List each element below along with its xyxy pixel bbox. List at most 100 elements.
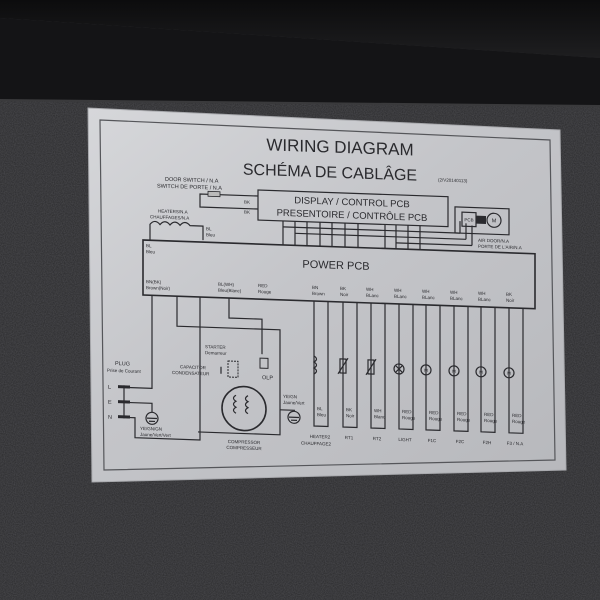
ground-code: YE/GN/GN bbox=[140, 426, 162, 432]
heater-coil-icon bbox=[149, 220, 204, 241]
fan-motor-icon bbox=[503, 367, 515, 379]
starter-label-fr: Demarreur bbox=[205, 350, 227, 356]
ground-code: YE/GN bbox=[283, 394, 297, 399]
air-door-box bbox=[454, 206, 510, 236]
olp-icon bbox=[259, 357, 269, 369]
terminal-color: Bleu(Blanc) bbox=[218, 288, 242, 294]
load-name: F1C bbox=[428, 438, 437, 443]
capacitor-label: CAPACITOR bbox=[180, 364, 207, 370]
load-name: F3 / N.A bbox=[507, 441, 524, 447]
terminal-code: WH bbox=[450, 290, 457, 295]
ground-color: Jaune/Vert/Vert bbox=[140, 432, 172, 438]
plug-pin-n: N bbox=[108, 415, 112, 421]
load-wire-color: Rouge bbox=[512, 419, 526, 424]
terminal-color: BLanc bbox=[366, 293, 380, 298]
load-name: HEATER2 bbox=[310, 434, 331, 440]
terminal-code: WH bbox=[366, 287, 373, 292]
load-name: F2H bbox=[483, 440, 492, 445]
load-wire-color: Rouge bbox=[402, 415, 416, 420]
terminal-code: WH bbox=[422, 289, 429, 294]
load-wire-code: BL bbox=[317, 406, 323, 411]
plug-label-fr: Prise de Courant bbox=[107, 368, 142, 374]
heaters-label: HEATERS/N.A bbox=[158, 209, 188, 215]
display-control-pcb bbox=[257, 189, 449, 228]
load-wire-color: Blanc bbox=[374, 414, 386, 419]
terminal-color: BLanc bbox=[394, 294, 408, 299]
wire-code: BK bbox=[244, 210, 250, 215]
load-name: RT2 bbox=[373, 436, 382, 441]
motor-winding-icon bbox=[232, 394, 250, 415]
load-name: RT1 bbox=[345, 435, 354, 440]
terminal-color: BLanc bbox=[478, 297, 492, 302]
terminal-code: BK bbox=[506, 292, 512, 297]
load-wire-code: WH bbox=[374, 408, 381, 413]
terminal-code: WH bbox=[394, 288, 401, 293]
display-pcb-label: DISPLAY / CONTROL PCB bbox=[294, 195, 409, 210]
starter-icon bbox=[227, 360, 239, 378]
lamp-icon bbox=[393, 363, 405, 375]
version-code: (2/V20140113) bbox=[438, 177, 468, 183]
load-wire-code: RED bbox=[402, 409, 412, 414]
terminal-code: BK bbox=[340, 286, 346, 291]
load-wire-code: BK bbox=[346, 407, 352, 412]
load-wire-color: Bleu bbox=[317, 412, 327, 417]
terminal-code: WH bbox=[478, 291, 485, 296]
air-door-label-fr: PORTE DE L'AIR/N.A bbox=[478, 244, 522, 251]
compressor-label: COMPRESSOR bbox=[228, 439, 261, 445]
door-switch-icon bbox=[207, 190, 221, 198]
fan-motor-icon bbox=[420, 364, 432, 376]
ground-color: Jaune/Vert bbox=[283, 400, 305, 406]
thermistor-icon bbox=[367, 359, 375, 375]
terminal-color: BLanc bbox=[450, 296, 464, 301]
display-pcb-label-fr: PRESENTOIRE / CONTRÔLE PCB bbox=[277, 208, 428, 224]
terminal-code: BN(BK) bbox=[146, 279, 162, 285]
ground-icon bbox=[145, 411, 159, 425]
olp-label: OLP bbox=[262, 375, 273, 381]
door-switch-wire bbox=[199, 193, 258, 210]
plug-pin-e: E bbox=[108, 400, 112, 406]
load-wire-color: Rouge bbox=[457, 417, 471, 422]
terminal-color: Brown bbox=[312, 291, 325, 296]
thermistor-icon bbox=[339, 358, 347, 374]
load-wire-code: RED bbox=[457, 411, 467, 416]
terminal-color: Rouge bbox=[258, 289, 272, 294]
heaters-label-fr: CHAUFFAGES/N.A bbox=[150, 214, 189, 220]
load-name: LIGHT bbox=[398, 437, 411, 442]
wiring-label bbox=[87, 107, 567, 483]
svg-text:M: M bbox=[424, 368, 428, 373]
svg-text:M: M bbox=[479, 370, 483, 375]
air-door-label: AIR DOOR/N.A bbox=[478, 238, 509, 244]
starter-label: STARTER bbox=[205, 344, 226, 350]
air-door-pcb-label: PCB bbox=[464, 217, 473, 222]
svg-text:M: M bbox=[452, 369, 456, 374]
terminal-color: Brown(Noir) bbox=[146, 285, 170, 291]
load-wire-code: RED bbox=[484, 412, 494, 417]
capacitor-label-fr: CONDENSATEUR bbox=[172, 370, 210, 376]
load-wire-code: RED bbox=[429, 410, 439, 415]
load-wire-color: Rouge bbox=[429, 416, 443, 421]
motor-icon bbox=[486, 212, 502, 228]
terminal-color: Noir bbox=[340, 292, 349, 297]
ground-icon bbox=[287, 410, 301, 424]
heater-coil-icon bbox=[312, 355, 318, 375]
wire-code: BK bbox=[244, 200, 250, 205]
terminal-color: BLanc bbox=[422, 295, 436, 300]
load-wire-code: RED bbox=[512, 413, 522, 418]
wire-code: BL bbox=[206, 226, 212, 231]
power-pcb bbox=[142, 239, 536, 310]
